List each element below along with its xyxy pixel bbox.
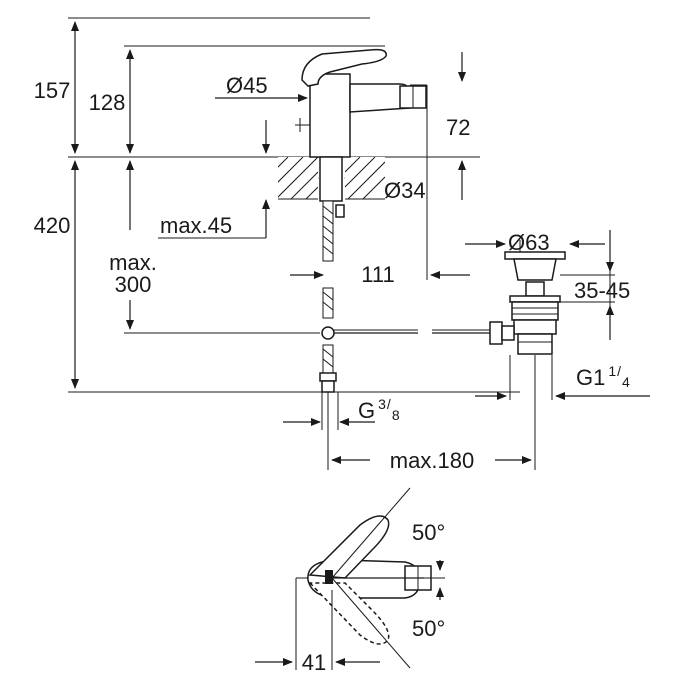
dimension-35-45-lines [560, 230, 615, 340]
dimension-g38-lines [283, 392, 375, 430]
label-max300-line2: 300 [115, 272, 152, 297]
dimension-labels: 157 128 Ø45 72 Ø34 max.45 420 max. 300 1… [34, 73, 631, 675]
label-111: 111 [361, 262, 394, 287]
top-view-mixer [295, 487, 445, 670]
label-max45: max.45 [160, 213, 232, 238]
label-max180: max.180 [390, 448, 474, 473]
label-41: 41 [302, 650, 326, 675]
label-128: 128 [89, 90, 126, 115]
label-35-45: 35-45 [574, 278, 630, 303]
label-157: 157 [34, 78, 71, 103]
dimension-max45-lines [158, 120, 270, 239]
label-d34: Ø34 [384, 178, 426, 203]
waste-assembly [489, 251, 566, 355]
label-d45: Ø45 [226, 73, 268, 98]
mixer-body [295, 48, 427, 158]
label-max300-line1: max. [109, 250, 157, 275]
label-420: 420 [34, 213, 71, 238]
label-d63: Ø63 [508, 230, 550, 255]
shank-and-hoses [319, 156, 490, 393]
label-50-upper: 50° [412, 520, 445, 545]
dimension-41-lines [255, 590, 380, 670]
label-72: 72 [446, 115, 470, 140]
label-50-lower: 50° [412, 616, 445, 641]
countertop-section [278, 157, 385, 200]
